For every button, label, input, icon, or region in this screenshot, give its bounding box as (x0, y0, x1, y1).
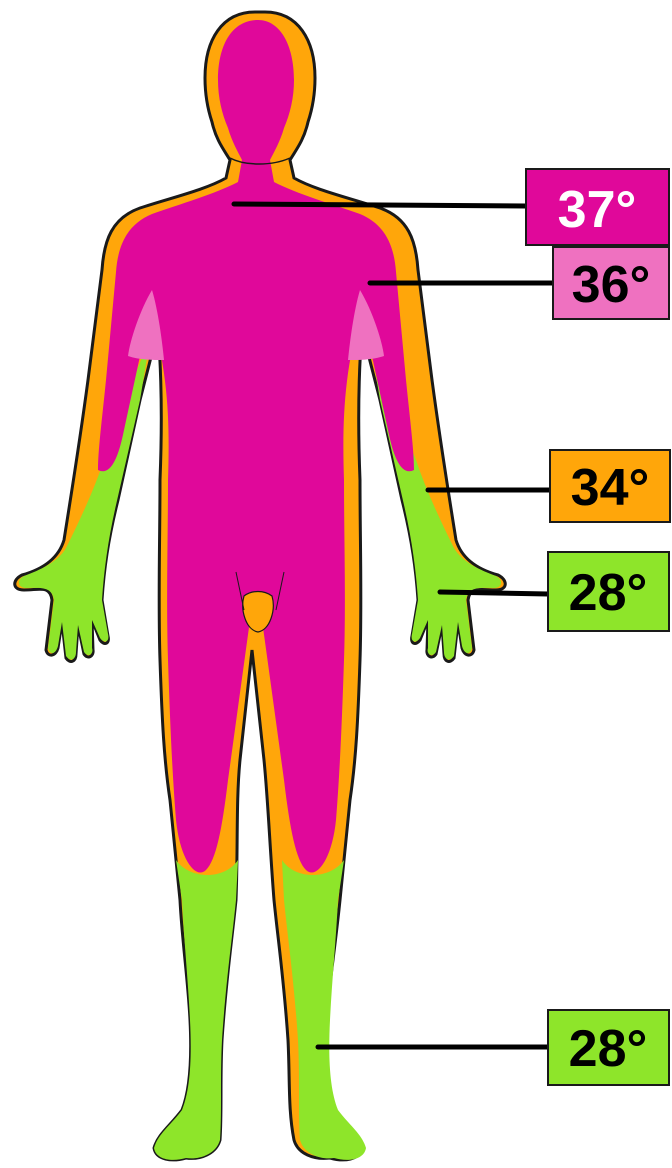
label-forearm: 34° (550, 450, 670, 522)
leader-line-hand (440, 592, 548, 594)
label-upper-arm: 36° (553, 247, 669, 319)
label-torso: 37° (526, 169, 669, 245)
label-hand: 28° (548, 552, 669, 631)
label-foot-text: 28° (569, 1020, 648, 1078)
leader-line-torso (234, 204, 526, 206)
label-forearm-text: 34° (571, 459, 650, 517)
label-upper-arm-text: 36° (572, 256, 651, 314)
core-hot-zone (98, 20, 414, 873)
label-hand-text: 28° (569, 564, 648, 622)
human-figure (15, 12, 506, 1160)
label-torso-text: 37° (558, 181, 637, 239)
label-foot: 28° (548, 1010, 669, 1085)
temperature-labels: 37° 36° 34° 28° 28° (526, 169, 670, 1085)
